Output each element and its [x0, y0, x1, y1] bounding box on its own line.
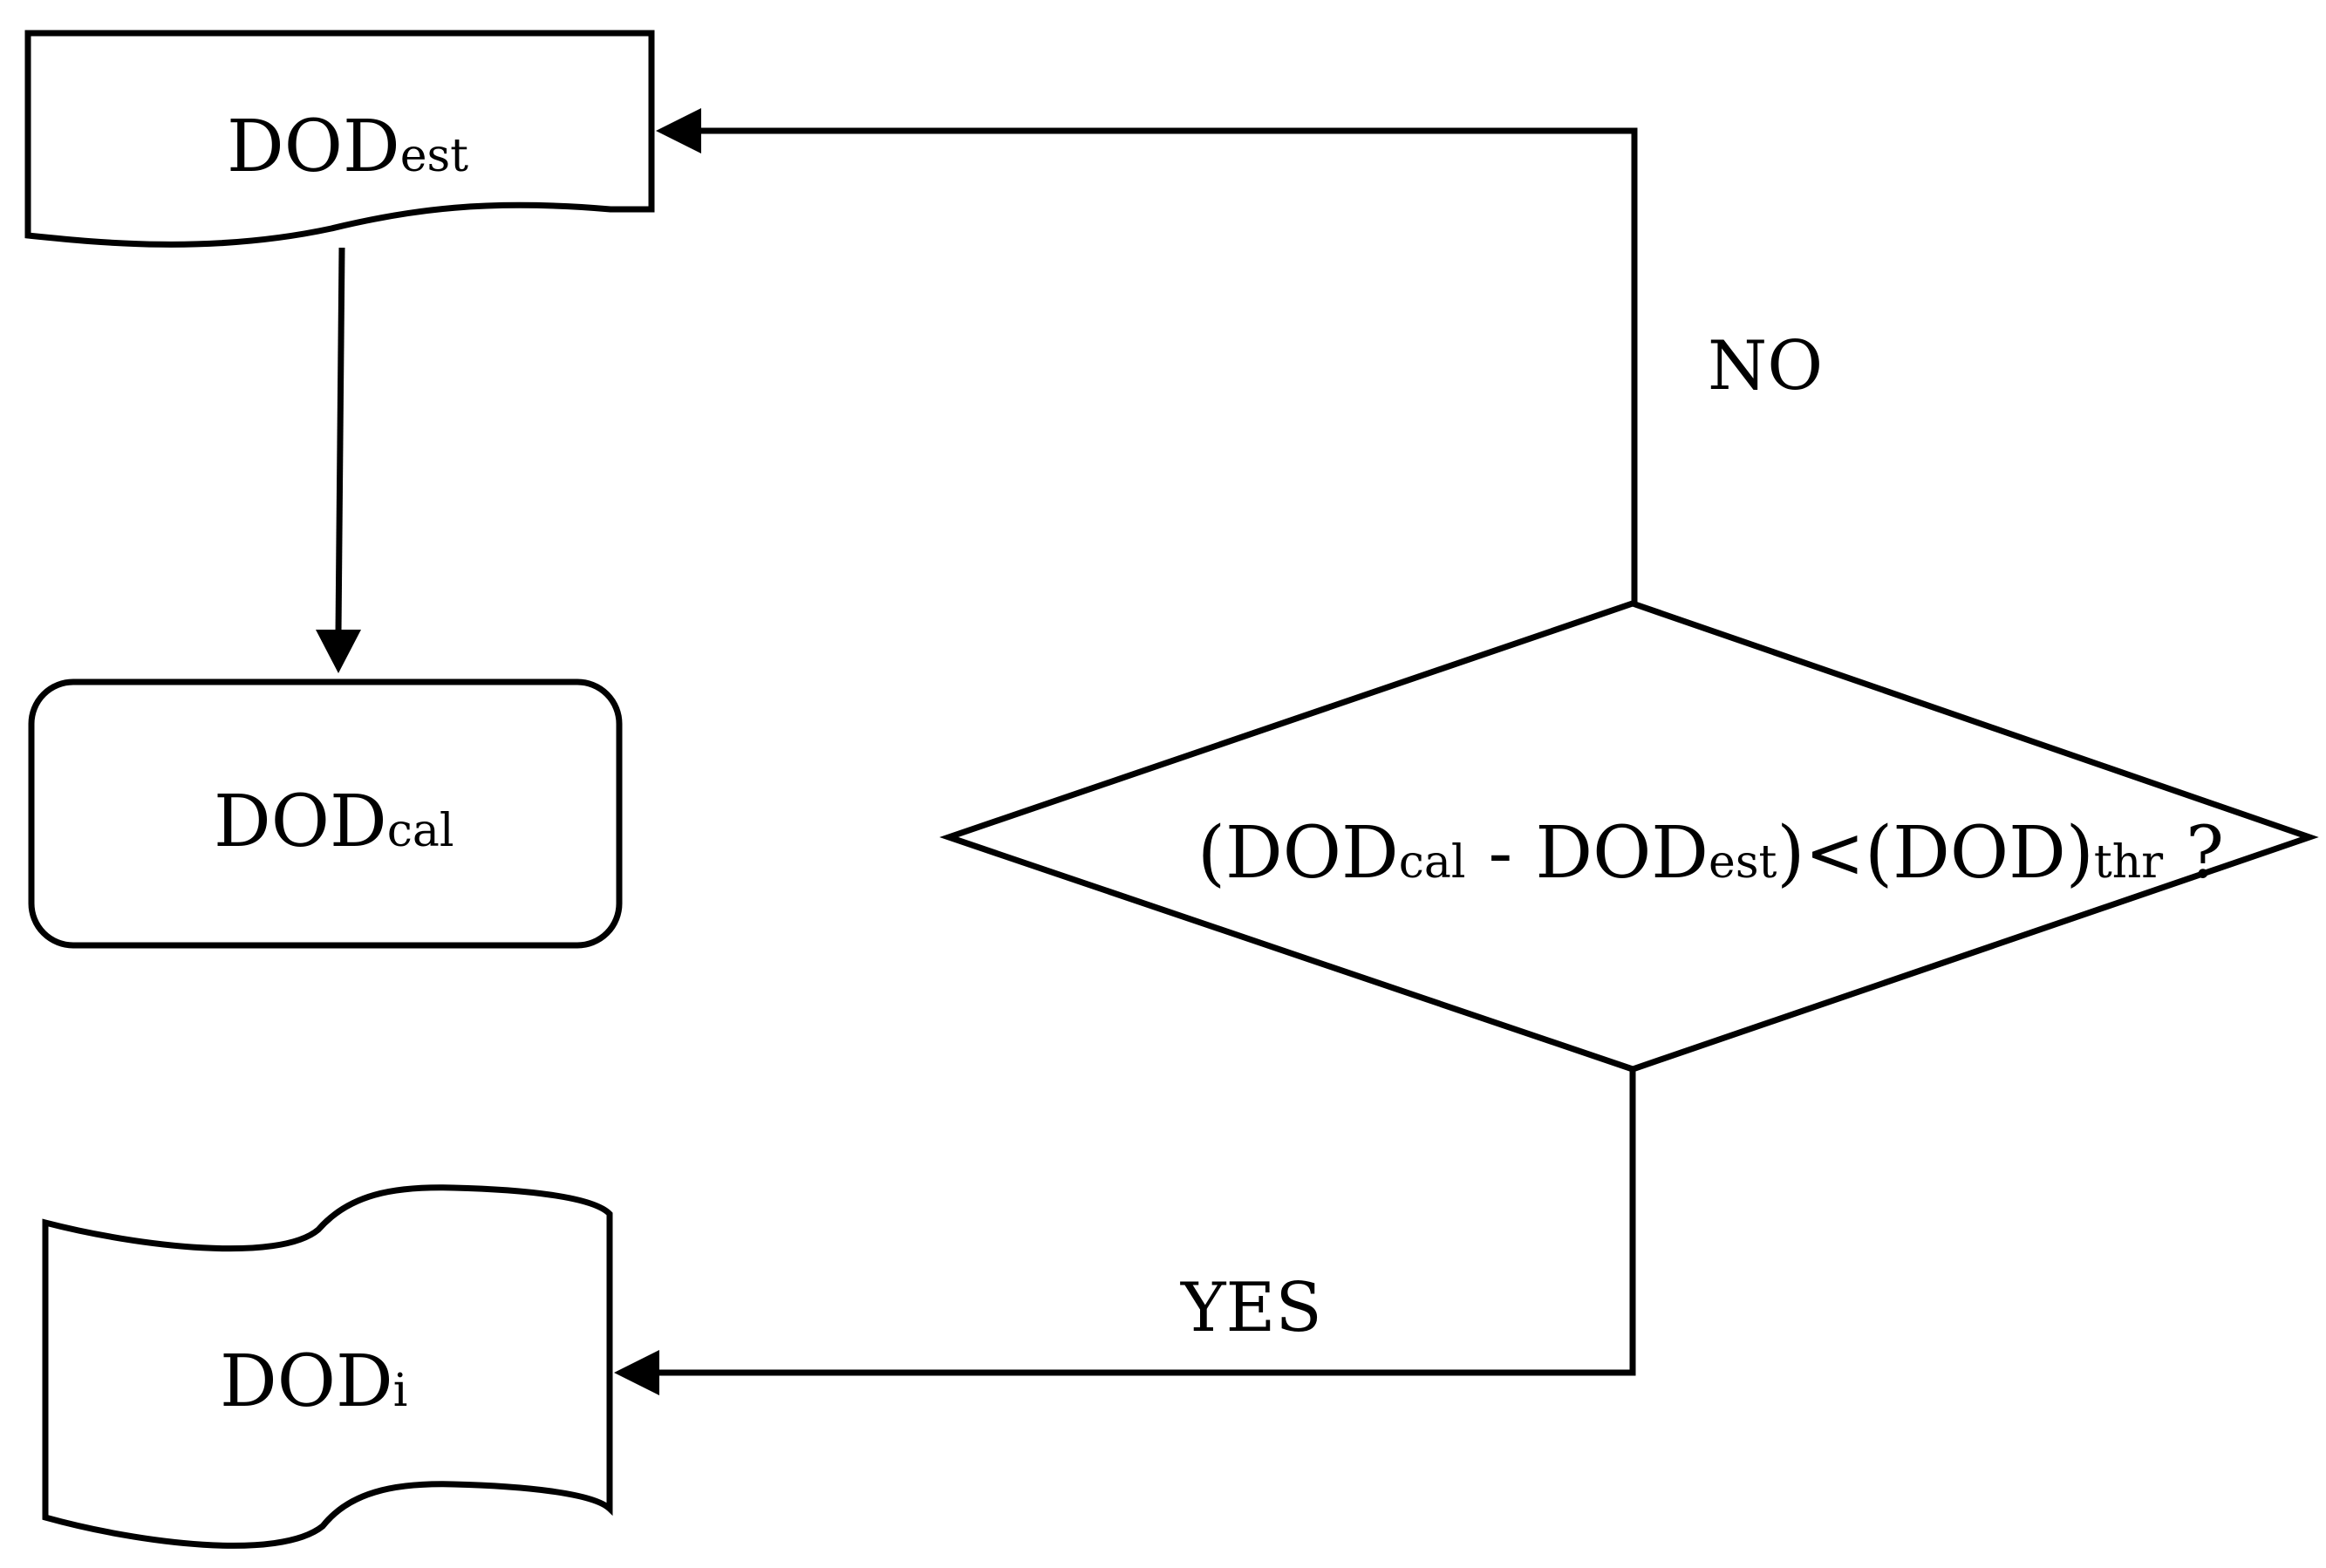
decision-part-0: (DOD: [1197, 812, 1399, 895]
svg-text:DODcal: DODcal: [214, 781, 454, 863]
node-dod-i-main: DOD: [220, 1340, 393, 1423]
edge-no-to-est: NO: [656, 108, 1823, 603]
edge-label-yes: YES: [1180, 1269, 1322, 1347]
decision-part-4: )<(DOD): [1777, 812, 2093, 895]
svg-text:DODi: DODi: [220, 1340, 407, 1423]
node-dod-i: DODi: [42, 1184, 613, 1549]
edge-label-no: NO: [1708, 327, 1823, 406]
arrowhead-down-icon: [316, 630, 361, 673]
arrowhead-left-icon: [656, 108, 701, 153]
edge-est-to-cal: [316, 247, 361, 673]
node-dod-cal-sub: cal: [387, 805, 454, 857]
node-decision: (DODcal - DODest)<(DOD)thr ?: [939, 600, 2319, 1073]
node-dod-est-sub: est: [400, 130, 468, 182]
decision-part-6: ?: [2163, 812, 2224, 895]
process-shape: [28, 678, 623, 949]
decision-part-2: - DOD: [1465, 812, 1709, 895]
decision-part-5: thr: [2094, 836, 2163, 889]
node-dod-est: DODest: [24, 30, 655, 248]
node-dod-cal: DODcal: [28, 678, 623, 949]
node-dod-i-sub: i: [393, 1365, 408, 1417]
data-storage-shape: [42, 1184, 613, 1549]
decision-part-1: cal: [1399, 836, 1466, 889]
arrowhead-left-icon: [614, 1350, 659, 1395]
edge-yes-to-result: YES: [614, 1069, 1636, 1395]
node-dod-est-main: DOD: [227, 106, 400, 188]
svg-text:DODest: DODest: [227, 106, 468, 188]
document-shape: [24, 30, 655, 248]
decision-part-3: est: [1709, 836, 1777, 889]
node-dod-cal-main: DOD: [214, 781, 387, 863]
svg-text:(DODcal - DODest)<(DOD)thr ?: (DODcal - DODest)<(DOD)thr ?: [1197, 812, 2224, 895]
